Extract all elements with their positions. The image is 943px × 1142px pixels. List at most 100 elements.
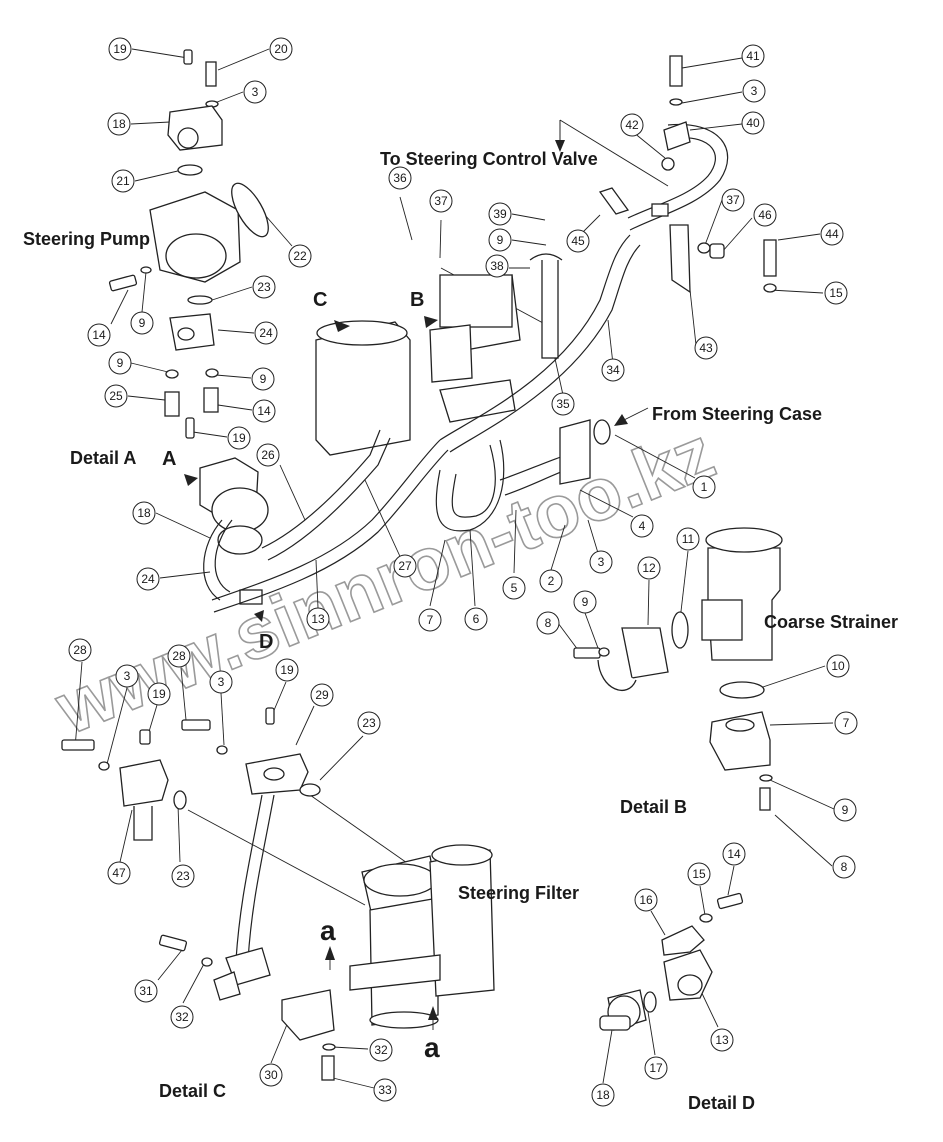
callout-9: 9 bbox=[833, 798, 857, 822]
callout-circle bbox=[826, 654, 850, 678]
callout-6: 6 bbox=[464, 607, 488, 631]
callout-circle bbox=[254, 321, 278, 345]
callout-circle bbox=[721, 188, 745, 212]
callout-circle bbox=[87, 323, 111, 347]
callout-circle bbox=[115, 664, 139, 688]
callout-number: 35 bbox=[556, 397, 570, 411]
callout-circle bbox=[243, 80, 267, 104]
letter-a-section-2: a bbox=[424, 1032, 440, 1063]
callout-number: 34 bbox=[606, 363, 620, 377]
callout-number: 9 bbox=[497, 233, 504, 247]
callout-circle bbox=[227, 426, 251, 450]
callout-number: 47 bbox=[112, 866, 126, 880]
callout-number: 12 bbox=[642, 561, 656, 575]
callout-8: 8 bbox=[536, 611, 560, 635]
callout-circle bbox=[722, 842, 746, 866]
callout-18: 18 bbox=[107, 112, 131, 136]
callout-number: 36 bbox=[393, 171, 407, 185]
callout-25: 25 bbox=[104, 384, 128, 408]
callout-circle bbox=[710, 1028, 734, 1052]
callout-3: 3 bbox=[115, 664, 139, 688]
callout-number: 3 bbox=[124, 669, 131, 683]
callout-number: 25 bbox=[109, 389, 123, 403]
callout-number: 3 bbox=[751, 84, 758, 98]
callout-29: 29 bbox=[310, 683, 334, 707]
callout-18: 18 bbox=[132, 501, 156, 525]
callout-5: 5 bbox=[502, 576, 526, 600]
callout-number: 9 bbox=[582, 595, 589, 609]
callout-number: 39 bbox=[493, 207, 507, 221]
callout-circle bbox=[252, 399, 276, 423]
callout-circle bbox=[589, 550, 613, 574]
callout-circle bbox=[742, 79, 766, 103]
callout-number: 19 bbox=[232, 431, 246, 445]
callout-number: 27 bbox=[398, 559, 412, 573]
callout-13: 13 bbox=[306, 607, 330, 631]
callout-circle bbox=[251, 367, 275, 391]
callout-circle bbox=[620, 113, 644, 137]
callout-33: 33 bbox=[373, 1078, 397, 1102]
callout-24: 24 bbox=[254, 321, 278, 345]
callout-14: 14 bbox=[87, 323, 111, 347]
callout-circle bbox=[741, 44, 765, 68]
callout-circle bbox=[209, 670, 233, 694]
callout-circle bbox=[134, 979, 158, 1003]
callout-number: 3 bbox=[218, 675, 225, 689]
callout-number: 41 bbox=[746, 49, 760, 63]
callout-number: 21 bbox=[116, 174, 130, 188]
callout-number: 18 bbox=[137, 506, 151, 520]
callout-1: 1 bbox=[692, 475, 716, 499]
callout-number: 3 bbox=[252, 85, 259, 99]
callout-circle bbox=[551, 392, 575, 416]
callout-number: 4 bbox=[639, 519, 646, 533]
callout-circle bbox=[104, 384, 128, 408]
callout-circle bbox=[591, 1083, 615, 1107]
callout-circle bbox=[539, 569, 563, 593]
title-detail-a: Detail A bbox=[70, 448, 136, 468]
callout-circle bbox=[108, 351, 132, 375]
callout-number: 26 bbox=[261, 448, 275, 462]
callout-number: 7 bbox=[843, 716, 850, 730]
callout-number: 14 bbox=[257, 404, 271, 418]
callout-37: 37 bbox=[721, 188, 745, 212]
callout-circle bbox=[566, 229, 590, 253]
callout-10: 10 bbox=[826, 654, 850, 678]
callout-19: 19 bbox=[108, 37, 132, 61]
callout-14: 14 bbox=[252, 399, 276, 423]
title-detail-b: Detail B bbox=[620, 797, 687, 817]
callout-7: 7 bbox=[418, 608, 442, 632]
callout-number: 14 bbox=[92, 328, 106, 342]
letter-b-arrow: B bbox=[410, 289, 424, 311]
callout-2: 2 bbox=[539, 569, 563, 593]
callout-32: 32 bbox=[369, 1038, 393, 1062]
callout-7: 7 bbox=[834, 711, 858, 735]
callout-number: 13 bbox=[311, 612, 325, 626]
detail-a-assembly bbox=[199, 457, 269, 605]
callout-circle bbox=[388, 166, 412, 190]
callout-17: 17 bbox=[644, 1056, 668, 1080]
callout-circle bbox=[630, 514, 654, 538]
detail-d-assembly bbox=[599, 892, 744, 1031]
callout-number: 19 bbox=[113, 42, 127, 56]
callout-24: 24 bbox=[136, 567, 160, 591]
callout-19: 19 bbox=[147, 682, 171, 706]
callout-circle bbox=[111, 169, 135, 193]
callout-circle bbox=[252, 275, 276, 299]
callout-circle bbox=[147, 682, 171, 706]
title-detail-d: Detail D bbox=[688, 1093, 755, 1113]
callout-number: 2 bbox=[548, 574, 555, 588]
callout-circle bbox=[167, 644, 191, 668]
callout-circle bbox=[687, 862, 711, 886]
callout-circle bbox=[259, 1063, 283, 1087]
callout-circle bbox=[820, 222, 844, 246]
callout-number: 14 bbox=[727, 847, 741, 861]
callout-number: 20 bbox=[274, 42, 288, 56]
callout-circle bbox=[68, 638, 92, 662]
callout-46: 46 bbox=[753, 203, 777, 227]
callout-number: 23 bbox=[362, 716, 376, 730]
callout-8: 8 bbox=[832, 855, 856, 879]
callout-circle bbox=[393, 554, 417, 578]
callout-circle bbox=[136, 567, 160, 591]
